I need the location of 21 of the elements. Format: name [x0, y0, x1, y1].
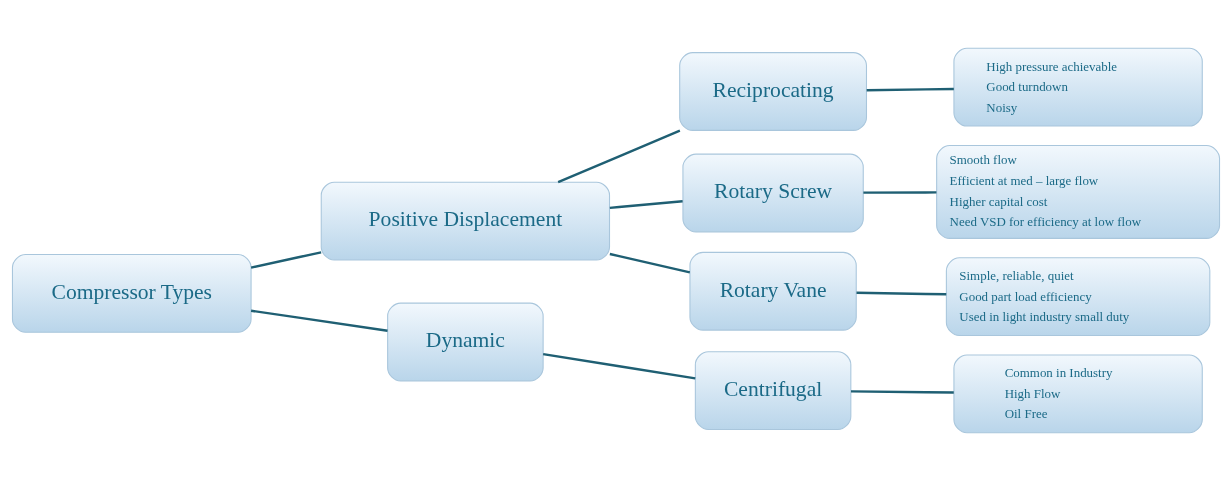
- connector: [557, 129, 681, 183]
- connector: [850, 389, 954, 394]
- connector: [250, 309, 388, 332]
- connector: [866, 87, 954, 91]
- connector: [856, 291, 947, 295]
- node-box: Rotary Vane: [689, 251, 857, 331]
- node-box: Positive Displacement: [320, 181, 611, 260]
- connector: [609, 199, 683, 209]
- node-box: Centrifugal: [694, 350, 852, 430]
- connector: [543, 352, 696, 380]
- node-box: Smooth flow Efficient at med – large flow Higher capital cost Need VSD for efficiency at low flow: [936, 144, 1221, 239]
- node-box: Rotary Screw: [682, 153, 864, 232]
- node-box: Compressor Types: [11, 253, 252, 333]
- connector: [863, 190, 937, 194]
- connector: [609, 252, 691, 274]
- node-box: Common in Industry High Flow Oil Free: [953, 353, 1203, 433]
- node-box: Reciprocating: [679, 51, 867, 131]
- node-box: Dynamic: [387, 302, 544, 381]
- node-box: High pressure achievable Good turndown Noisy: [953, 47, 1203, 127]
- connector: [250, 250, 322, 269]
- node-box: Simple, reliable, quiet Good part load efficiency Used in light industry small duty: [945, 256, 1211, 336]
